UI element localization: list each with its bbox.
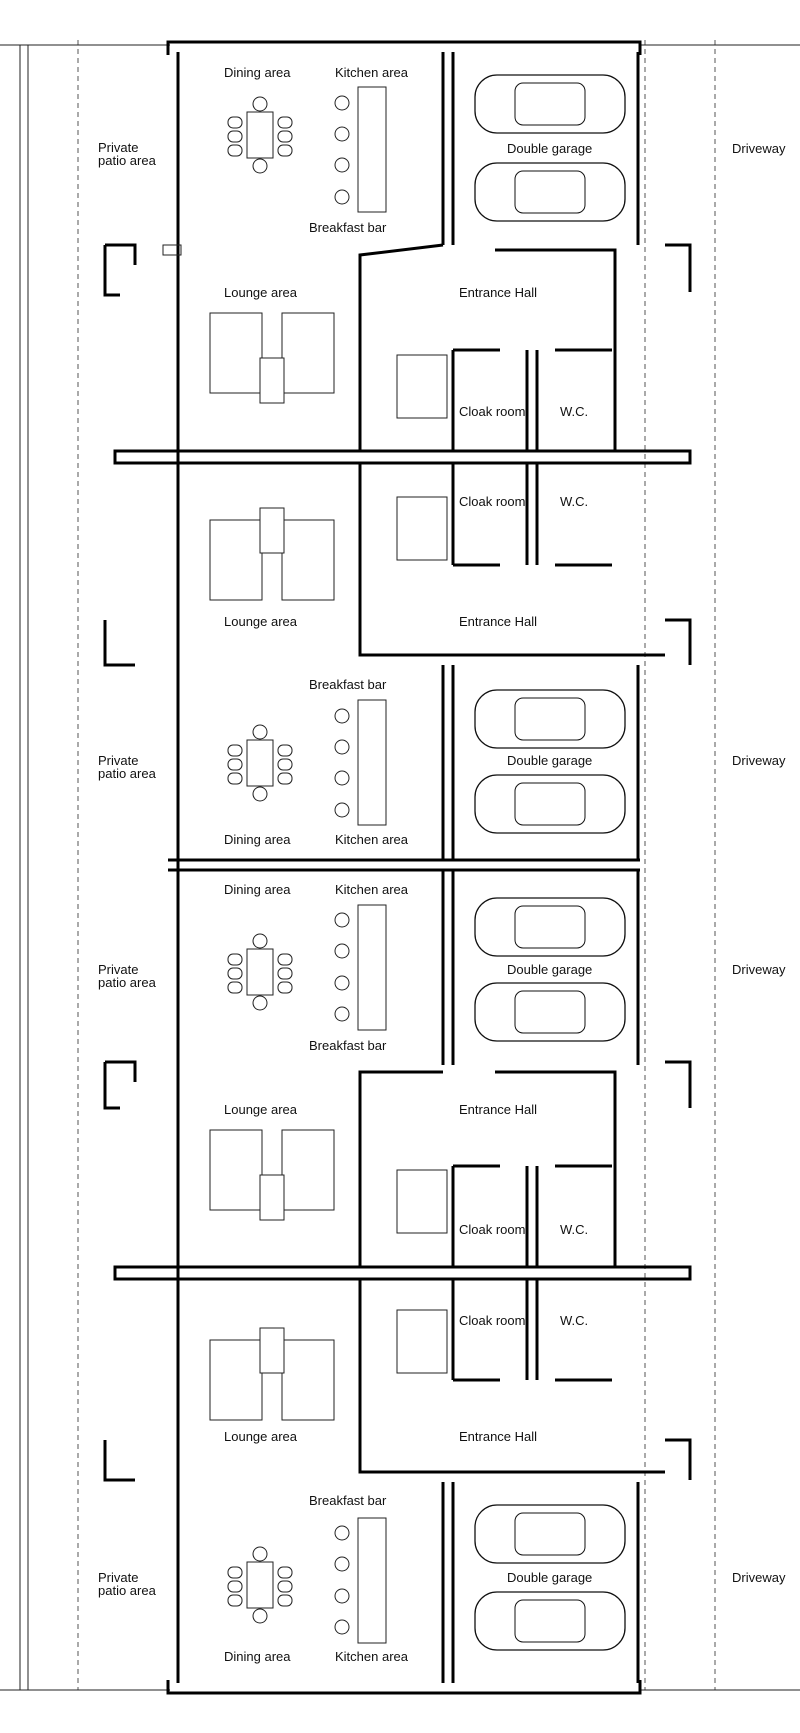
label-private-patio: Private — [98, 1570, 138, 1585]
label-cloak-room: Cloak room — [459, 1313, 525, 1328]
label-driveway: Driveway — [732, 1570, 786, 1585]
label-wc: W.C. — [560, 1313, 588, 1328]
label-entrance-hall: Entrance Hall — [459, 285, 537, 300]
car — [474, 689, 626, 749]
car — [474, 982, 626, 1042]
car — [474, 74, 626, 134]
label-cloak-room: Cloak room — [459, 404, 525, 419]
lounge-furniture — [209, 1327, 335, 1421]
label-double-garage: Double garage — [507, 141, 592, 156]
unit-walls — [103, 243, 692, 1683]
label-double-garage: Double garage — [507, 753, 592, 768]
dining-set — [227, 724, 293, 802]
label-private-patio: patio area — [98, 975, 157, 990]
label-entrance-hall: Entrance Hall — [459, 614, 537, 629]
label-lounge-area: Lounge area — [224, 1429, 298, 1444]
lounge-furniture — [209, 312, 335, 404]
car — [474, 1591, 626, 1651]
car — [474, 1504, 626, 1564]
label-kitchen-area: Kitchen area — [335, 882, 409, 897]
car — [474, 162, 626, 222]
label-wc: W.C. — [560, 404, 588, 419]
label-private-patio: patio area — [98, 766, 157, 781]
label-double-garage: Double garage — [507, 962, 592, 977]
label-entrance-hall: Entrance Hall — [459, 1102, 537, 1117]
label-private-patio: Private — [98, 962, 138, 977]
staircases — [396, 354, 448, 1374]
cars — [474, 74, 626, 1651]
dining-set — [227, 933, 293, 1011]
sofas — [209, 312, 335, 1421]
label-driveway: Driveway — [732, 141, 786, 156]
label-breakfast-bar: Breakfast bar — [309, 1038, 387, 1053]
label-lounge-area: Lounge area — [224, 1102, 298, 1117]
label-breakfast-bar: Breakfast bar — [309, 1493, 387, 1508]
label-kitchen-area: Kitchen area — [335, 65, 409, 80]
car — [474, 897, 626, 957]
label-dining-area: Dining area — [224, 882, 291, 897]
label-driveway: Driveway — [732, 753, 786, 768]
dining-set — [227, 1546, 293, 1624]
label-kitchen-area: Kitchen area — [335, 832, 409, 847]
breakfast-bars — [334, 86, 387, 1644]
label-entrance-hall: Entrance Hall — [459, 1429, 537, 1444]
label-breakfast-bar: Breakfast bar — [309, 677, 387, 692]
label-lounge-area: Lounge area — [224, 285, 298, 300]
lounge-furniture — [209, 507, 335, 601]
label-kitchen-area: Kitchen area — [335, 1649, 409, 1664]
label-dining-area: Dining area — [224, 1649, 291, 1664]
label-wc: W.C. — [560, 1222, 588, 1237]
label-private-patio: Private — [98, 140, 138, 155]
label-private-patio: patio area — [98, 1583, 157, 1598]
label-wc: W.C. — [560, 494, 588, 509]
label-double-garage: Double garage — [507, 1570, 592, 1585]
room-labels: Dining area Kitchen area Private patio a… — [98, 65, 786, 1664]
label-lounge-area: Lounge area — [224, 614, 298, 629]
dining-tables — [227, 96, 293, 1624]
label-breakfast-bar: Breakfast bar — [309, 220, 387, 235]
label-cloak-room: Cloak room — [459, 494, 525, 509]
lounge-furniture — [209, 1129, 335, 1221]
label-dining-area: Dining area — [224, 65, 291, 80]
label-dining-area: Dining area — [224, 832, 291, 847]
label-driveway: Driveway — [732, 962, 786, 977]
label-private-patio: Private — [98, 753, 138, 768]
label-private-patio: patio area — [98, 153, 157, 168]
car — [474, 774, 626, 834]
label-cloak-room: Cloak room — [459, 1222, 525, 1237]
dining-set — [227, 96, 293, 174]
outer-walls — [0, 40, 800, 1695]
